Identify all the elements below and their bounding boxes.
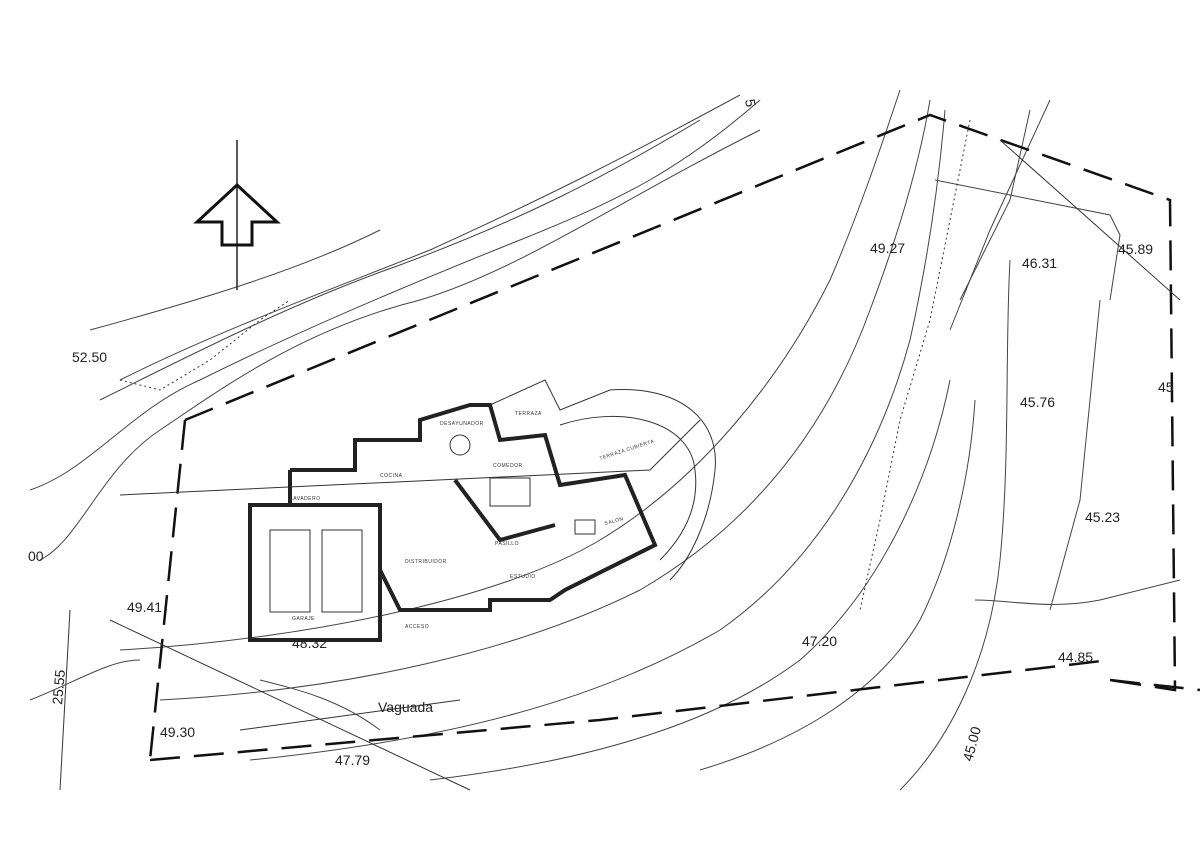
elevation-label: 49.27 (870, 240, 905, 256)
boundary-line-right (999, 139, 1181, 301)
room-label: DISTRIBUIDOR (405, 559, 447, 565)
elevation-label: 45.23 (1085, 509, 1120, 525)
room-label: ESTUDIO (510, 574, 536, 580)
elevation-label: 5 (742, 98, 759, 109)
contour-lines (29, 89, 1181, 791)
room-label: GARAJE (292, 616, 315, 622)
embankment-hatch (119, 119, 971, 611)
property-line (109, 619, 471, 791)
room-labels: DESAYUNADOR TERRAZA COCINA COMEDOR TERRA… (290, 411, 655, 630)
north-arrow-icon (193, 140, 281, 290)
elevation-label: 44.85 (1058, 649, 1093, 665)
room-label: ACCESO (405, 624, 429, 630)
elevation-label: 45.89 (1118, 241, 1153, 257)
elevation-label: 45 (1158, 379, 1174, 395)
elevation-label: 48.32 (292, 635, 327, 651)
elevation-label: 00 (28, 548, 44, 564)
room-label: TERRAZA CUBIERTA (599, 438, 655, 461)
room-label: LAVADERO (290, 496, 321, 502)
elevation-label: 49.41 (127, 599, 162, 615)
elevation-label: 45.76 (1020, 394, 1055, 410)
elevation-label: 45.00 (959, 725, 984, 763)
elevation-label: 47.79 (335, 752, 370, 768)
section-line (119, 419, 701, 496)
room-label: DESAYUNADOR (440, 421, 484, 427)
property-boundary (148, 113, 1200, 762)
room-label: COCINA (380, 473, 403, 479)
elevation-label: 49.30 (160, 724, 195, 740)
elevation-label: 52.50 (72, 349, 107, 365)
room-label: SALON (604, 516, 624, 527)
room-label: COMEDOR (493, 463, 523, 469)
room-label: TERRAZA (515, 411, 542, 417)
room-label: PASILLO (495, 541, 519, 547)
boundary-line-left (59, 609, 71, 791)
elevation-label: 47.20 (802, 633, 837, 649)
elevation-label: 46.31 (1022, 255, 1057, 271)
house-floor-plan (248, 379, 716, 642)
vaguada-label: Vaguada (378, 699, 433, 715)
car-icon (321, 529, 363, 613)
elevation-labels: 52.50 49.41 48.32 49.30 47.79 47.20 49.2… (28, 98, 1174, 768)
vaguada-line (239, 699, 461, 731)
car-icon (269, 529, 311, 613)
elevation-label: 25.55 (49, 669, 68, 706)
